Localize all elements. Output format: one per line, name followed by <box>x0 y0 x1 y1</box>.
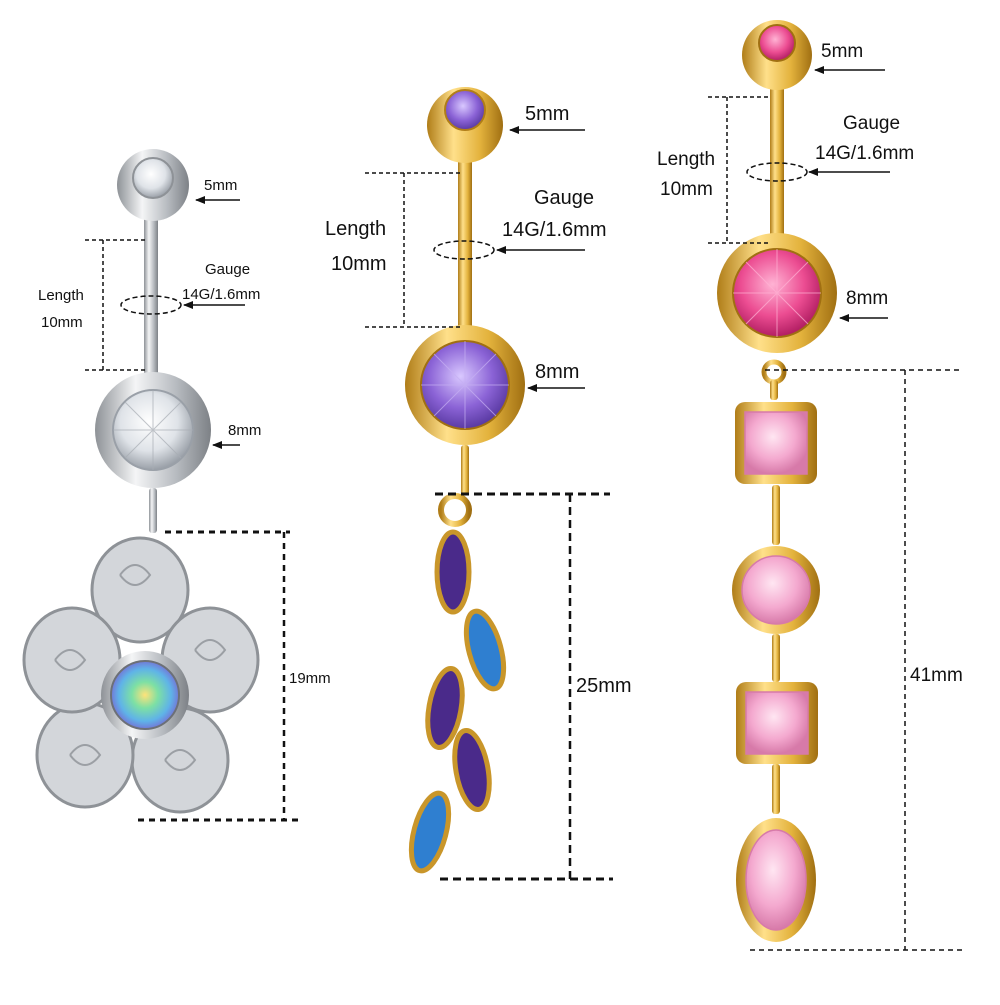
gold-pink-belly-ring <box>717 20 837 942</box>
silver-dangle-length-label: 19mm <box>289 670 331 687</box>
silver-bottom-ball-label: 8mm <box>228 422 262 439</box>
silver-length-value: 10mm <box>41 314 83 331</box>
gold-purple-dimension-lines <box>365 126 613 881</box>
purple-length-value: 10mm <box>331 253 387 275</box>
silver-gauge-value: 14G/1.6mm <box>182 286 261 303</box>
pink-length-value: 10mm <box>660 179 713 200</box>
pink-bottom-ball-label: 8mm <box>846 288 889 309</box>
purple-gauge-label: Gauge <box>534 187 595 209</box>
pink-top-ball-label: 5mm <box>821 41 864 62</box>
silver-dimension-lines <box>85 196 300 822</box>
purple-gauge-value: 14G/1.6mm <box>502 219 607 241</box>
silver-gauge-label: Gauge <box>205 261 251 278</box>
silver-top-ball-label: 5mm <box>204 177 238 194</box>
pink-length-label: Length <box>657 149 716 170</box>
purple-bottom-ball-label: 8mm <box>535 361 580 383</box>
pink-gauge-label: Gauge <box>843 113 901 134</box>
purple-length-label: Length <box>325 218 387 240</box>
gold-pink-dimension-lines <box>708 66 962 951</box>
pink-dangle-length-label: 41mm <box>910 665 963 686</box>
purple-top-ball-label: 5mm <box>525 103 570 125</box>
pink-gauge-value: 14G/1.6mm <box>815 143 915 164</box>
silver-length-label: Length <box>38 287 84 304</box>
silver-belly-ring <box>22 149 260 814</box>
gold-purple-belly-ring <box>405 87 525 874</box>
purple-dangle-length-label: 25mm <box>576 675 632 697</box>
